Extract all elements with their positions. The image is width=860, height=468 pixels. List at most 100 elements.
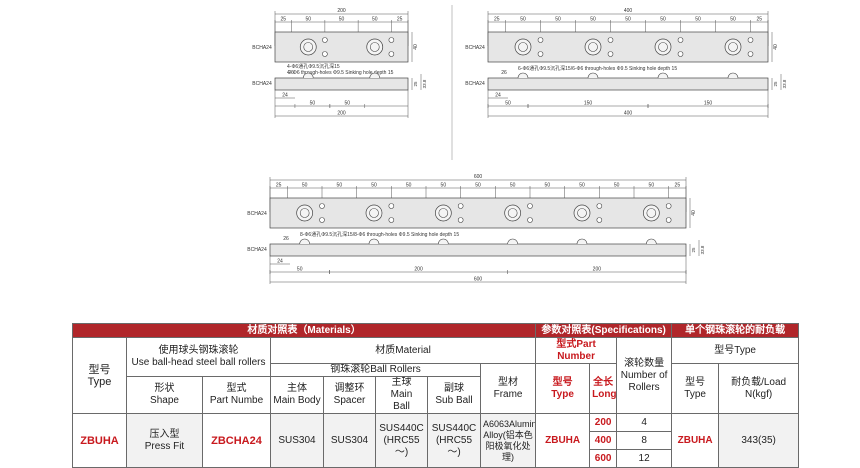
dim-label-segment: 50 (305, 17, 311, 23)
ball-roller (514, 38, 532, 56)
mounting-hole (596, 203, 603, 209)
dim-label-segment: 50 (302, 183, 308, 189)
rail-plate-top-view (269, 197, 687, 229)
dim-label-side-h2: 33.8 (422, 79, 427, 88)
row-rollers-200: 4 (616, 413, 673, 432)
ball-roller-inner (728, 42, 738, 52)
mounting-hole (527, 203, 533, 209)
dim-label-bottom-total: 200 (337, 111, 346, 117)
ball-roller-inner (646, 208, 657, 218)
mounting-hole (457, 217, 464, 223)
dim-label-segment: 25 (756, 17, 762, 23)
ball-roller (366, 38, 384, 56)
dim-label-segment: 50 (520, 17, 526, 23)
dim-label-bottom-segment: 150 (704, 101, 713, 107)
dim-label-bottom-total: 400 (624, 111, 633, 117)
dim-label-segment: 50 (660, 17, 666, 23)
mounting-hole (677, 51, 684, 57)
dim-label-end-offset: 26 (288, 70, 294, 76)
rail-plate-side-view (487, 77, 769, 91)
dim-label-segment: 50 (545, 183, 551, 189)
dim-label-segment: 50 (339, 17, 345, 23)
dim-label-total-length: 400 (624, 8, 633, 14)
ball-roller-inner (299, 208, 310, 218)
dim-label-segment: 50 (579, 183, 585, 189)
ball-roller (642, 204, 660, 222)
hole-note: 6-Φ6通孔Φ9.5沉孔深15/6-Φ6 through-holes Φ9.5 … (518, 65, 677, 72)
row-spacer: SUS304 (323, 413, 376, 468)
dim-label-segment: 50 (372, 17, 378, 23)
dim-label-side-h2: 33.8 (782, 79, 787, 88)
dim-label-height: 40 (413, 44, 419, 50)
row-length-400: 400 (589, 431, 618, 450)
row-sub-ball: SUS440C(HRC55～) (427, 413, 481, 468)
ball-roller-inner (518, 42, 528, 52)
rail-plate-top-view (274, 31, 409, 63)
ball-roller (504, 204, 522, 222)
header-specifications: 参数对照表(Specifications) (535, 323, 673, 338)
ball-roller (299, 38, 317, 56)
dim-label-end-offset: 26 (283, 236, 289, 242)
ball-roller-side (507, 238, 518, 245)
ball-roller-side (587, 72, 599, 79)
ball-roller (654, 38, 672, 56)
dim-label-segment: 50 (555, 17, 561, 23)
row-rollers-400: 8 (616, 431, 673, 450)
ball-roller-inner (588, 42, 598, 52)
rail-plate-side-view (274, 77, 409, 91)
dim-label-bottom-segment: 200 (414, 267, 423, 273)
dim-label-segment: 50 (475, 183, 481, 189)
dim-label-bottom-total: 600 (474, 277, 483, 283)
dim-label-bottom-segment: 150 (584, 101, 593, 107)
dim-label-total-length: 600 (474, 174, 483, 180)
dim-label-segment: 25 (276, 183, 282, 189)
ball-roller-inner (369, 208, 379, 218)
dim-label-segment: 50 (649, 183, 655, 189)
hole-note-cn: 4-Φ6通孔Φ9.5沉孔深15 (287, 63, 340, 70)
dim-label-segment: 50 (371, 183, 377, 189)
ball-roller (584, 38, 602, 56)
ball-roller-inner (369, 42, 380, 52)
part-label-side: BCHA24 (247, 247, 267, 253)
ball-roller-side (369, 72, 381, 79)
dim-label-segment: 50 (625, 17, 631, 23)
mounting-hole (665, 203, 672, 209)
ball-roller-side (438, 238, 449, 245)
ball-roller (573, 204, 591, 222)
col-ball-rollers: 钢珠滚轮Ball Rollers (270, 363, 481, 377)
ball-roller-inner (658, 42, 668, 52)
dim-label-bottom-small: 24 (277, 259, 283, 265)
mounting-hole (388, 217, 395, 223)
dim-label-side-h1: 25 (691, 247, 696, 253)
part-label-side: BCHA24 (465, 81, 485, 87)
mounting-hole (388, 203, 395, 209)
row-main-body: SUS304 (270, 413, 324, 468)
ball-roller (365, 204, 383, 222)
dim-label-segment: 25 (281, 17, 287, 23)
mounting-hole (747, 37, 754, 43)
ball-roller (296, 204, 314, 222)
mounting-hole (388, 37, 395, 43)
dim-label-bottom-segment: 50 (297, 267, 303, 273)
ball-roller-inner (303, 42, 314, 52)
dim-label-segment: 50 (590, 17, 596, 23)
col-load-type: 型号Type (671, 337, 800, 364)
ball-roller-side (646, 238, 657, 245)
ball-roller (724, 38, 742, 56)
dim-label-total-length: 200 (337, 8, 346, 14)
rail-plate-side-view (269, 243, 687, 257)
ball-roller-side (517, 72, 529, 79)
ball-roller-inner (577, 208, 587, 218)
ball-roller-inner (507, 208, 518, 218)
header-load: 单个钢珠滚轮的耐负载 (671, 323, 800, 338)
